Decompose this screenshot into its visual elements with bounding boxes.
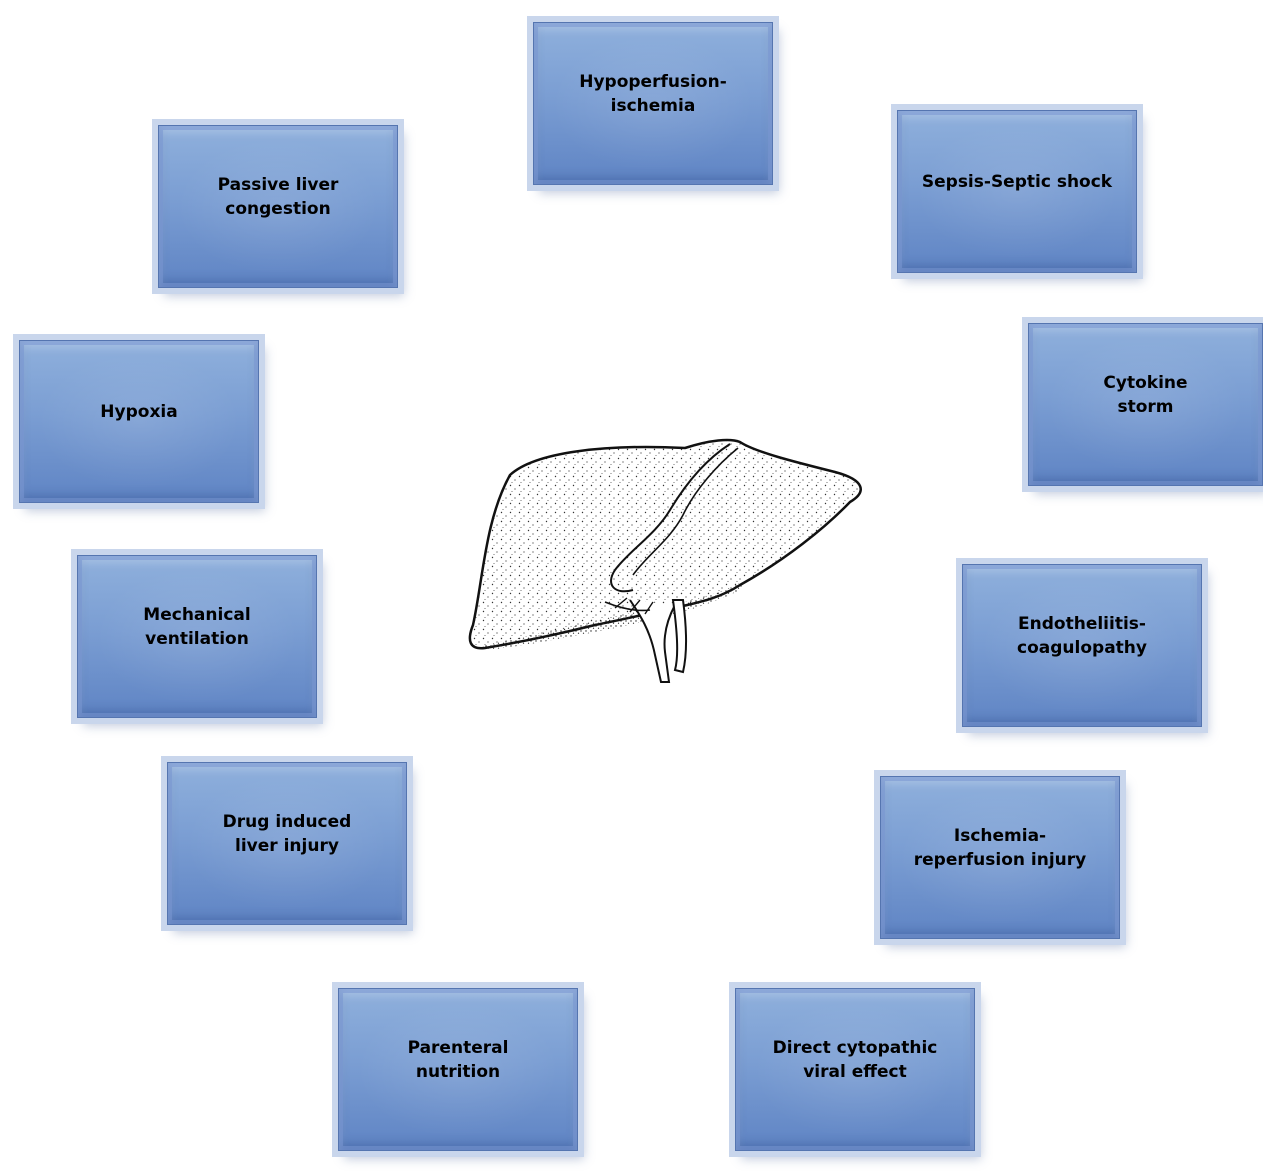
box-label: Hypoxia bbox=[100, 401, 178, 422]
liver-falciform-line bbox=[610, 443, 731, 593]
box-parenteral-nutrition: Parenteral nutrition bbox=[338, 988, 578, 1151]
liver-outline bbox=[468, 438, 862, 650]
box-cytokine-storm: Cytokine storm bbox=[1028, 323, 1263, 486]
liver-vessels bbox=[629, 599, 676, 683]
box-label: Cytokine storm bbox=[1103, 372, 1188, 417]
box-label: Endotheliitis- coagulopathy bbox=[1017, 613, 1147, 658]
box-label: Mechanical ventilation bbox=[143, 604, 251, 649]
box-passive-liver-congestion: Passive liver congestion bbox=[158, 125, 398, 288]
box-direct-cytopathic-viral-effect: Direct cytopathic viral effect bbox=[735, 988, 975, 1151]
box-drug-induced-liver-injury: Drug induced liver injury bbox=[167, 762, 407, 925]
box-label: Drug induced liver injury bbox=[222, 811, 352, 856]
box-hypoperfusion-ischemia: Hypoperfusion- ischemia bbox=[533, 22, 773, 185]
liver-illustration bbox=[468, 438, 862, 683]
box-ischemia-reperfusion-injury: Ischemia- reperfusion injury bbox=[880, 776, 1120, 939]
box-sepsis-septic-shock: Sepsis-Septic shock bbox=[897, 110, 1137, 273]
box-label: Ischemia- reperfusion injury bbox=[913, 825, 1087, 870]
box-endotheliitis-coagulopathy: Endotheliitis- coagulopathy bbox=[962, 564, 1202, 727]
box-label: Direct cytopathic viral effect bbox=[772, 1037, 938, 1082]
box-mechanical-ventilation: Mechanical ventilation bbox=[77, 555, 317, 718]
box-label: Parenteral nutrition bbox=[407, 1037, 509, 1082]
box-hypoxia: Hypoxia bbox=[19, 340, 259, 503]
box-label: Passive liver congestion bbox=[217, 174, 339, 219]
box-label: Sepsis-Septic shock bbox=[921, 171, 1113, 192]
box-label: Hypoperfusion- ischemia bbox=[579, 71, 727, 116]
